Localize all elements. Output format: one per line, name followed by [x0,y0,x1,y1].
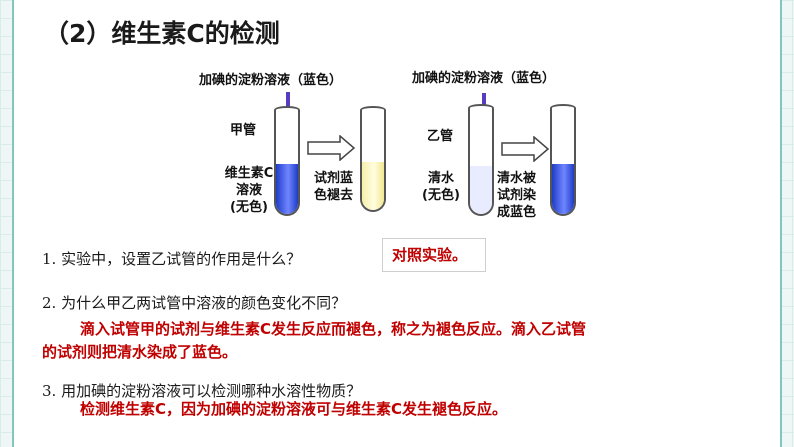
right-reagent-label: 加碘的淀粉溶液（蓝色） [412,71,556,86]
tube-a-liquid [276,164,298,214]
tube-a [274,110,300,216]
question-3: 3. 用加碘的淀粉溶液可以检测哪种水溶性物质？ [42,382,362,400]
question-2: 2. 为什么甲乙两试管中溶液的颜色变化不同？ [42,294,347,312]
answer-3: 检测维生素C，因为加碘的淀粉溶液可与维生素C发生褪色反应。 [80,400,508,418]
answer-1-box [382,238,486,272]
answer-2-line2: 的试剂则把清水染成了蓝色。 [42,343,238,361]
tube-b-result-liquid [552,164,574,214]
tube-b [468,108,494,216]
tube-a-result-liquid [362,162,384,210]
tube-b-result [550,108,576,216]
solution-b-label: 清水 (无色) [422,171,460,203]
left-reagent-label: 加碘的淀粉溶液（蓝色） [199,73,343,88]
result-b-label: 清水被 试剂染 成蓝色 [497,171,537,220]
answer-2-line1: 滴入试管甲的试剂与维生素C发生反应而褪色，称之为褪色反应。滴入乙试管 [80,320,587,338]
answer-1: 对照实验。 [392,246,468,264]
slide: （2）维生素C的检测 加碘的淀粉溶液（蓝色） 甲管 维生素C 溶液 (无色) 试… [12,0,782,447]
right-dropper-stem [482,93,486,109]
tube-a-label: 甲管 [230,123,257,138]
question-1: 1. 实验中，设置乙试管的作用是什么？ [42,250,302,268]
result-a-label: 试剂蓝 色褪去 [314,171,354,203]
page-title: （2）维生素C的检测 [44,19,280,48]
tube-b-liquid [470,166,492,214]
right-arrow [501,136,550,162]
tube-b-label: 乙管 [427,129,454,144]
left-dropper-stem [286,92,290,110]
tube-a-result [360,110,386,212]
left-arrow [307,135,356,161]
solution-a-label: 维生素C 溶液 (无色) [224,166,274,215]
